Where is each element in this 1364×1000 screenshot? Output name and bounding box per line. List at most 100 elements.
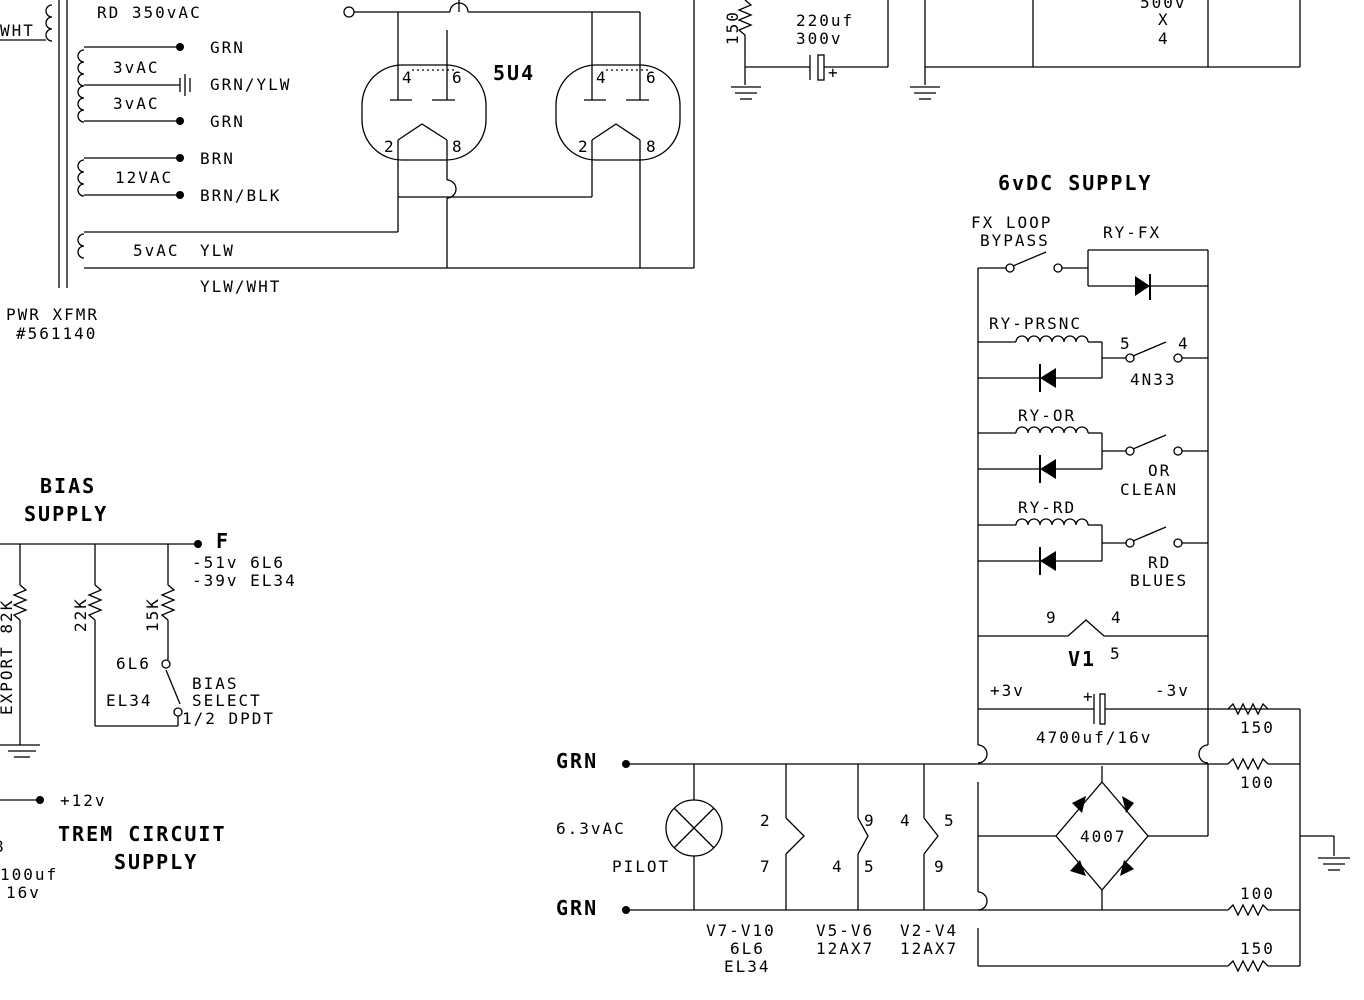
cap-bank-count: 4 (1158, 29, 1170, 48)
bias-switch-label-2: SELECT (192, 691, 262, 710)
v2-pin-4: 4 (900, 811, 912, 830)
v5-pin-4: 4 (832, 857, 844, 876)
trem-supply: +12v TREM CIRCUIT SUPPLY 100uf 16v 8 (0, 791, 227, 902)
bias-node-f: F (216, 529, 230, 553)
filter-cap-value: 220uf (796, 11, 854, 30)
winding-12v-label: 12VAC (115, 168, 173, 187)
relay-rd-label: RY-RD (1018, 498, 1076, 517)
v1-pin-5: 5 (1110, 644, 1122, 663)
bias-voltage-6l6: -51v 6L6 (192, 553, 285, 572)
v1-pin-9: 9 (1046, 608, 1058, 627)
wire-brn-blk-label: BRN/BLK (200, 186, 281, 205)
primary-wht-label: WHT (0, 21, 35, 40)
wire-ylw-wht-label: YLW/WHT (200, 277, 281, 296)
tube2-pin-8: 8 (646, 137, 658, 156)
v7-pin-2: 2 (760, 811, 772, 830)
heater-group3-line1: V2-V4 (900, 921, 958, 940)
opto-pin-4: 4 (1178, 334, 1190, 353)
cap-main-label: 4700uf/16v (1036, 728, 1152, 747)
hv-winding-label: RD 350vAC (97, 3, 202, 22)
v1-pin-4: 4 (1111, 608, 1123, 627)
v5-pin-5: 5 (864, 857, 876, 876)
heater-group1-line3: EL34 (724, 957, 771, 976)
bias-voltage-el34: -39v EL34 (192, 571, 297, 590)
bias-switch-label-1: BIAS (192, 674, 239, 693)
v7-pin-7: 7 (760, 857, 772, 876)
bias-supply: BIAS SUPPLY F -51v 6L6 -39v EL34 EXPORT … (0, 474, 297, 758)
trem-clipped-label: 8 (0, 837, 6, 856)
opto-part: 4N33 (1130, 370, 1177, 389)
dc-6v-supply: 6vDC SUPPLY FX LOOP BYPASS RY-FX RY-PRSN… (971, 171, 1350, 973)
wire-ylw-label: YLW (200, 241, 235, 260)
tube2-pin-4: 4 (596, 68, 608, 87)
v5-pin-9: 9 (864, 811, 876, 830)
bias-title-line2: SUPPLY (24, 502, 108, 526)
fx-switch-label-2: BYPASS (980, 231, 1050, 250)
cap-bank-voltage: 500v (1140, 0, 1187, 12)
plus-3v-label: +3v (990, 681, 1025, 700)
bias-switch-el34: EL34 (106, 691, 153, 710)
power-transformer: WHT RD 350vAC 3vAC 3vAC GRN GRN/YLW GRN … (0, 0, 694, 343)
bias-switch-label-3: 1/2 DPDT (182, 709, 275, 728)
transformer-part-number: #561140 (16, 324, 97, 343)
bias-resistor-22k: 22K (71, 597, 90, 632)
filter-cap-voltage: 300v (796, 29, 843, 48)
relay-fx-label: RY-FX (1103, 223, 1161, 242)
wire-brn-label: BRN (200, 149, 235, 168)
bias-title-line1: BIAS (40, 474, 96, 498)
tube1-pin-6: 6 (452, 68, 464, 87)
wire-grn-bottom-label: GRN (210, 112, 245, 131)
relay-or-label: RY-OR (1018, 406, 1076, 425)
bias-resistor-export-82k: EXPORT 82K (0, 599, 16, 715)
heater-group1-line1: V7-V10 (706, 921, 776, 940)
trem-title-line2: SUPPLY (114, 850, 198, 874)
winding-5v-label: 5vAC (133, 241, 180, 260)
heater-grn-top: GRN (556, 749, 598, 773)
transformer-label: PWR XFMR (6, 305, 99, 324)
heater-grn-bottom: GRN (556, 896, 598, 920)
resistor-100-bottom: 100 (1240, 884, 1275, 903)
heater-winding-3v-bottom: 3vAC (113, 94, 160, 113)
relay-prsnc-label: RY-PRSNC (989, 314, 1082, 333)
bridge-label: 4007 (1080, 827, 1127, 846)
switch-rd-label-2: BLUES (1130, 571, 1188, 590)
bias-switch-6l6: 6L6 (116, 654, 151, 673)
filter-cap-plus: + (828, 63, 840, 82)
tube2-pin-2: 2 (578, 137, 590, 156)
cap-bank-x: X (1158, 10, 1170, 29)
heater-group1-line2: 6L6 (730, 939, 765, 958)
tube1-pin-2: 2 (384, 137, 396, 156)
bias-resistor-15k: 15K (143, 597, 162, 632)
rectifier-tubes: 4 6 2 8 5U4 4 6 2 8 (343, 0, 695, 268)
switch-or-label-2: CLEAN (1120, 480, 1178, 499)
trem-voltage: +12v (60, 791, 107, 810)
resistor-100-top: 100 (1240, 773, 1275, 792)
tube1-pin-4: 4 (402, 68, 414, 87)
filter-resistor-value: 150 (723, 10, 742, 45)
heater-string: GRN GRN 6.3vAC PILOT 2 7 9 4 5 (556, 744, 1209, 976)
heater-voltage: 6.3vAC (556, 819, 626, 838)
pilot-label: PILOT (612, 857, 670, 876)
switch-or-label-1: OR (1148, 461, 1171, 480)
opto-pin-5: 5 (1120, 334, 1132, 353)
rectifier-tube-type: 5U4 (493, 61, 535, 85)
v2-pin-5: 5 (944, 811, 956, 830)
heater-group2-line2: 12AX7 (816, 939, 874, 958)
heater-group2-line1: V5-V6 (816, 921, 874, 940)
wire-grn-top-label: GRN (210, 38, 245, 57)
heater-group3-line2: 12AX7 (900, 939, 958, 958)
heater-winding-3v-top: 3vAC (113, 58, 160, 77)
v1-label: V1 (1068, 647, 1096, 671)
trem-cap-voltage: 16v (6, 883, 41, 902)
fx-switch-label-1: FX LOOP (971, 213, 1052, 232)
resistor-150-top: 150 (1240, 718, 1275, 737)
wire-grn-ylw-label: GRN/YLW (210, 75, 291, 94)
trem-title-line1: TREM CIRCUIT (58, 822, 227, 846)
dc-supply-title: 6vDC SUPPLY (998, 171, 1152, 195)
minus-3v-label: -3v (1155, 681, 1190, 700)
switch-rd-label-1: RD (1148, 553, 1171, 572)
tube1-pin-8: 8 (452, 137, 464, 156)
trem-cap-value: 100uf (0, 865, 58, 884)
v2-pin-9: 9 (934, 857, 946, 876)
